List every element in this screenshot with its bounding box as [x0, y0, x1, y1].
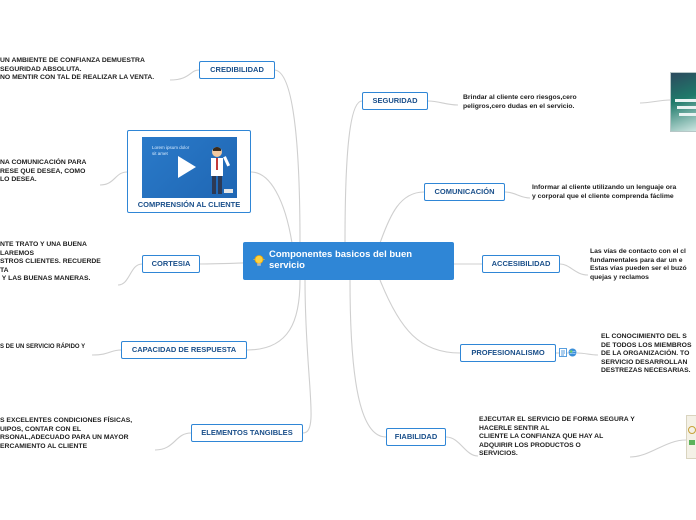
leaf-tangibles: S EXCELENTES CONDICIONES FÍSICAS, UIPOS,… — [0, 417, 133, 450]
connector-tangibles — [302, 279, 312, 434]
leaf-comprension: NA COMUNICACIÓN PARA RESE QUE DESEA, COM… — [0, 159, 87, 184]
notes-icon[interactable] — [559, 348, 567, 357]
topic-credibilidad[interactable]: CREDIBILIDAD — [199, 61, 275, 79]
image-stripe — [675, 99, 696, 102]
leaf-accesibilidad: Las vías de contacto con el cl fundament… — [590, 248, 687, 281]
presenter-figure — [211, 147, 230, 194]
topic-label: ACCESIBILIDAD — [491, 259, 551, 268]
leaf-comunicacion: Informar al cliente utilizando un lengua… — [532, 184, 677, 200]
leaf-seguridad: Brindar al cliente cero riesgos,cero pel… — [463, 94, 577, 110]
video-overlay-text: Lorem ipsum dolor sit amet — [152, 145, 190, 156]
seal-mark — [688, 426, 696, 434]
leaf-cortesia: NTE TRATO Y UNA BUENA LAREMOS STROS CLIE… — [0, 241, 101, 283]
connector-comprension — [250, 171, 293, 244]
fiabilidad-image[interactable] — [686, 415, 696, 459]
leaf-credibilidad: UN AMBIENTE DE CONFIANZA DEMUESTRA SEGUR… — [0, 57, 155, 82]
topic-label: COMUNICACIÓN — [434, 187, 495, 196]
topic-label: CREDIBILIDAD — [210, 65, 264, 74]
light-bulb-icon — [253, 255, 265, 266]
connector-credibilidad — [273, 69, 301, 244]
topic-accesibilidad[interactable]: ACCESIBILIDAD — [482, 255, 560, 273]
image-stripe — [677, 106, 696, 109]
topic-label: ELEMENTOS TANGIBLES — [201, 428, 293, 437]
topic-label: COMPRENSIÓN AL CLIENTE — [137, 200, 241, 209]
globe-link-icon[interactable] — [568, 348, 577, 357]
connector-seguridad — [344, 100, 363, 244]
central-topic[interactable]: Componentes basicos del buen servicio — [243, 242, 454, 280]
seal-mark — [689, 440, 695, 445]
image-stripe — [679, 113, 696, 116]
connector-comunicacion — [379, 191, 425, 244]
connector-capacidad — [246, 279, 301, 351]
play-icon[interactable] — [178, 156, 196, 178]
topic-comprension-card[interactable]: Lorem ipsum dolor sit amet COMPRENSIÓN A… — [127, 130, 251, 213]
topic-label: PROFESIONALISMO — [471, 348, 545, 357]
video-thumbnail[interactable]: Lorem ipsum dolor sit amet — [142, 137, 237, 198]
topic-label: CORTESIA — [151, 259, 191, 268]
leaf-capacidad: S DE UN SERVICIO RÁPIDO Y — [0, 344, 86, 350]
topic-label: FIABILIDAD — [394, 432, 438, 441]
seguridad-image[interactable] — [670, 72, 696, 132]
leaf-profesionalismo: EL CONOCIMIENTO DEL S DE TODOS LOS MIEMB… — [601, 333, 692, 375]
connector-fiabilidad — [349, 279, 387, 438]
topic-profesionalismo[interactable]: PROFESIONALISMO — [460, 344, 556, 362]
topic-comunicacion[interactable]: COMUNICACIÓN — [424, 183, 505, 201]
topic-tangibles[interactable]: ELEMENTOS TANGIBLES — [191, 424, 303, 442]
logo-mark — [224, 189, 233, 193]
topic-cortesia[interactable]: CORTESIA — [142, 255, 200, 273]
topic-seguridad[interactable]: SEGURIDAD — [362, 92, 428, 110]
central-topic-title: Componentes basicos del buen servicio — [269, 249, 413, 271]
connector-profesionalismo — [379, 279, 461, 354]
topic-label: SEGURIDAD — [372, 96, 418, 105]
topic-label: CAPACIDAD DE RESPUESTA — [131, 345, 237, 354]
topic-capacidad[interactable]: CAPACIDAD DE RESPUESTA — [121, 341, 247, 359]
topic-fiabilidad[interactable]: FIABILIDAD — [386, 428, 446, 446]
leaf-fiabilidad: EJECUTAR EL SERVICIO DE FORMA SEGURA Y H… — [479, 416, 635, 458]
